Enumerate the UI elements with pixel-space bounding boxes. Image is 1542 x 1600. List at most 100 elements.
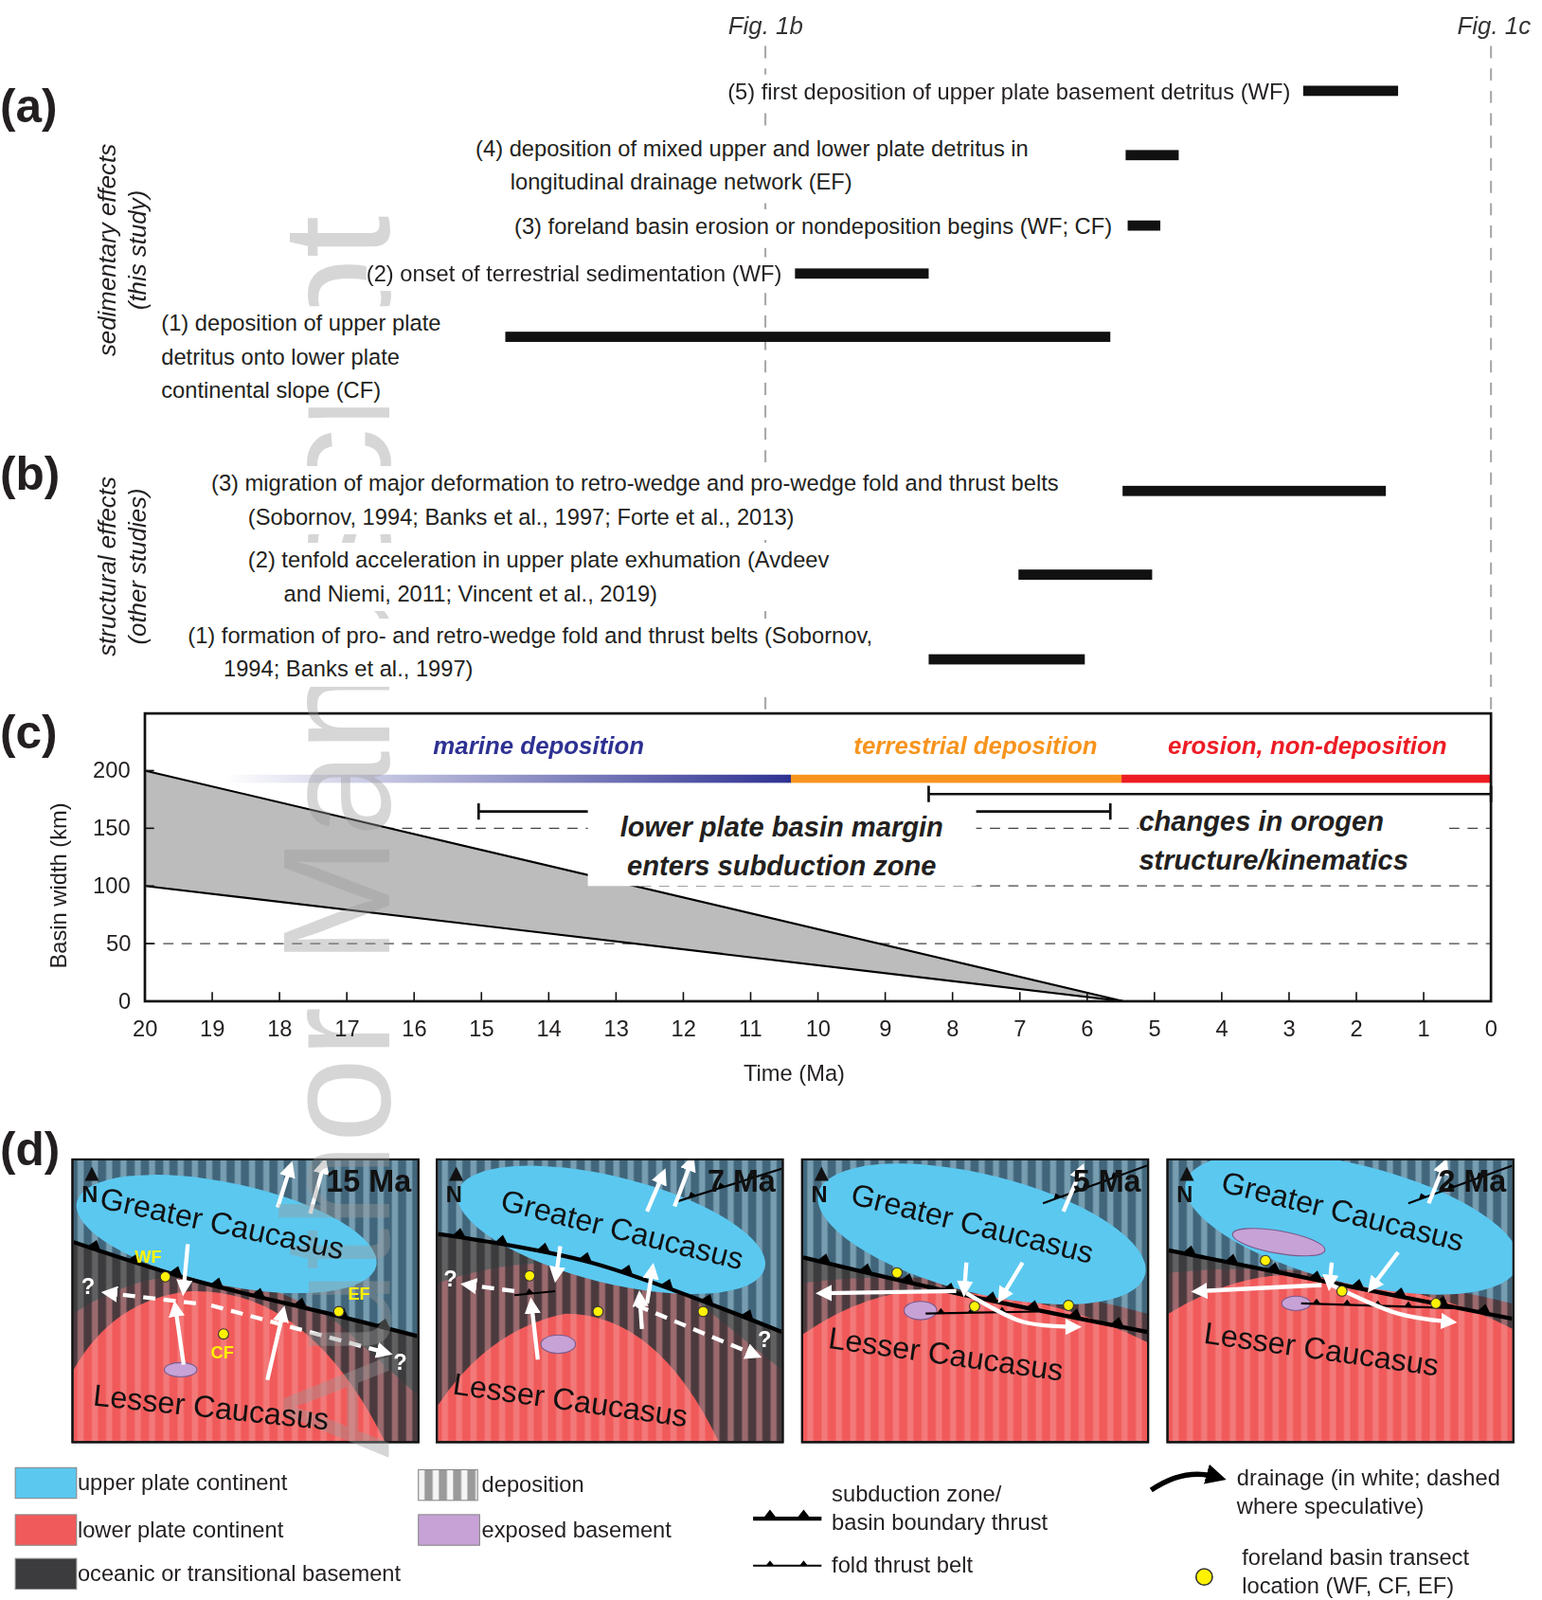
panel-letter: (a) — [0, 77, 58, 137]
shape-line — [884, 991, 887, 1002]
shape-line — [144, 942, 155, 945]
legend-swatch — [15, 1467, 77, 1498]
shape-path — [1418, 1193, 1427, 1201]
map-panel: 5 MaGreater CaucasusLesser Caucasus — [801, 1158, 1149, 1444]
exposed-basement — [163, 1362, 197, 1377]
shape-line — [144, 884, 155, 887]
shape-line — [1153, 991, 1156, 1002]
shape-line — [1489, 45, 1492, 711]
shape-path — [1476, 1303, 1491, 1314]
event-text: (3) migration of major deformation to re… — [211, 466, 1110, 534]
north-label: N — [1176, 1181, 1193, 1210]
shape-path — [210, 1277, 225, 1289]
question-mark: ? — [757, 1326, 771, 1355]
legend-text: exposed basement — [482, 1514, 672, 1544]
map-panel: 7 MaGreater CaucasusLesser Caucasus — [435, 1158, 784, 1444]
phase-label: terrestrial deposition — [853, 730, 1097, 761]
north-label: N — [811, 1181, 828, 1210]
north-arrow — [1180, 1166, 1195, 1182]
lower-plate-continent — [437, 1313, 718, 1442]
shape-line — [1019, 991, 1022, 1002]
question-mark: ? — [443, 1264, 457, 1293]
shape-path — [494, 1235, 509, 1246]
tick-label: 200 — [92, 755, 131, 785]
time-range-bar — [1122, 485, 1386, 497]
shape-path — [1182, 1245, 1197, 1256]
event-text: (4) deposition of mixed upper and lower … — [475, 131, 1113, 199]
shape-path — [87, 1239, 101, 1252]
tick-label: 11 — [738, 1014, 763, 1043]
legend-text: subduction zone/ basin boundary thrust — [831, 1479, 1057, 1539]
legend-text: fold thrust belt — [831, 1550, 973, 1580]
legend-dot — [1196, 1568, 1213, 1585]
shape-path — [1168, 1250, 1513, 1319]
shape-line — [682, 991, 685, 1002]
drainage-arrow — [823, 1290, 956, 1293]
shape-line — [817, 991, 820, 1002]
shape-line — [615, 991, 618, 1002]
axis-title: Time (Ma) — [743, 1058, 845, 1088]
subduction-thrust — [803, 1253, 1148, 1332]
shape-line — [211, 991, 214, 1002]
time-slice-label: 2 Ma — [1437, 1164, 1507, 1200]
north-label: N — [81, 1181, 98, 1210]
tick-label: 4 — [1215, 1014, 1228, 1043]
tick-label: 16 — [401, 1014, 427, 1043]
shape-path — [699, 1293, 714, 1306]
tick-label: 0 — [118, 986, 131, 1016]
shape-line — [480, 991, 483, 1002]
shape-line — [951, 991, 954, 1002]
question-mark: ? — [393, 1347, 407, 1377]
shape-line — [1355, 991, 1358, 1002]
transect-label: CF — [210, 1341, 234, 1363]
row-heading: sedimentary effects (this study) — [91, 127, 154, 374]
shape-path — [451, 1227, 467, 1238]
shape-path — [796, 1508, 811, 1519]
drainage-arrow — [1372, 1252, 1399, 1287]
drainage-arrow — [183, 1243, 188, 1288]
shape-path — [740, 1308, 754, 1321]
time-bracket — [928, 786, 1491, 803]
legend-text: drainage (in white; dashed where specula… — [1237, 1462, 1513, 1522]
figure-reference: Fig. 1c — [1457, 10, 1532, 41]
upper-plate-continent — [804, 1160, 1148, 1332]
legend-swatch — [418, 1469, 478, 1500]
time-range-bar — [1128, 220, 1161, 232]
shape-path — [1403, 1301, 1413, 1308]
tick-label: 19 — [199, 1014, 225, 1043]
speculative-drainage-arrow — [468, 1284, 515, 1291]
transect-dot — [218, 1328, 230, 1340]
tick-label: 17 — [334, 1014, 359, 1043]
tick-label: 5 — [1147, 1014, 1161, 1043]
drainage-arrow — [175, 1308, 184, 1364]
shape-path — [799, 1559, 808, 1566]
upper-plate-continent — [445, 1160, 778, 1320]
drainage-arrow — [1329, 1262, 1332, 1284]
question-mark: ? — [81, 1273, 95, 1302]
shape-line — [1086, 991, 1089, 1002]
time-range-bar — [1018, 569, 1152, 580]
shape-line — [1422, 991, 1425, 1002]
exposed-basement — [1230, 1222, 1327, 1262]
event-text: (3) foreland basin erosion or nondeposit… — [514, 208, 1112, 243]
shape-path — [1028, 1306, 1038, 1312]
transect-dot — [524, 1270, 536, 1281]
tick-label: 10 — [806, 1014, 831, 1043]
phase-label: marine deposition — [432, 730, 645, 761]
subduction-thrust — [1168, 1245, 1513, 1319]
shape-path — [803, 1256, 1148, 1332]
drainage-arrow — [966, 1292, 1074, 1327]
fold-thrust-belt — [514, 1288, 556, 1295]
shape-path — [984, 1290, 999, 1302]
legend-text: upper plate continent — [77, 1468, 287, 1498]
north-arrow — [814, 1166, 829, 1182]
shape-path — [859, 1263, 874, 1274]
drainage-arrow — [646, 1175, 663, 1212]
legend-swatch — [15, 1514, 77, 1545]
time-range-bar — [1303, 86, 1399, 97]
shape-rect — [1121, 774, 1491, 784]
north-arrow — [448, 1166, 464, 1182]
north-arrow — [84, 1166, 99, 1182]
drainage-arrow — [640, 1297, 643, 1328]
